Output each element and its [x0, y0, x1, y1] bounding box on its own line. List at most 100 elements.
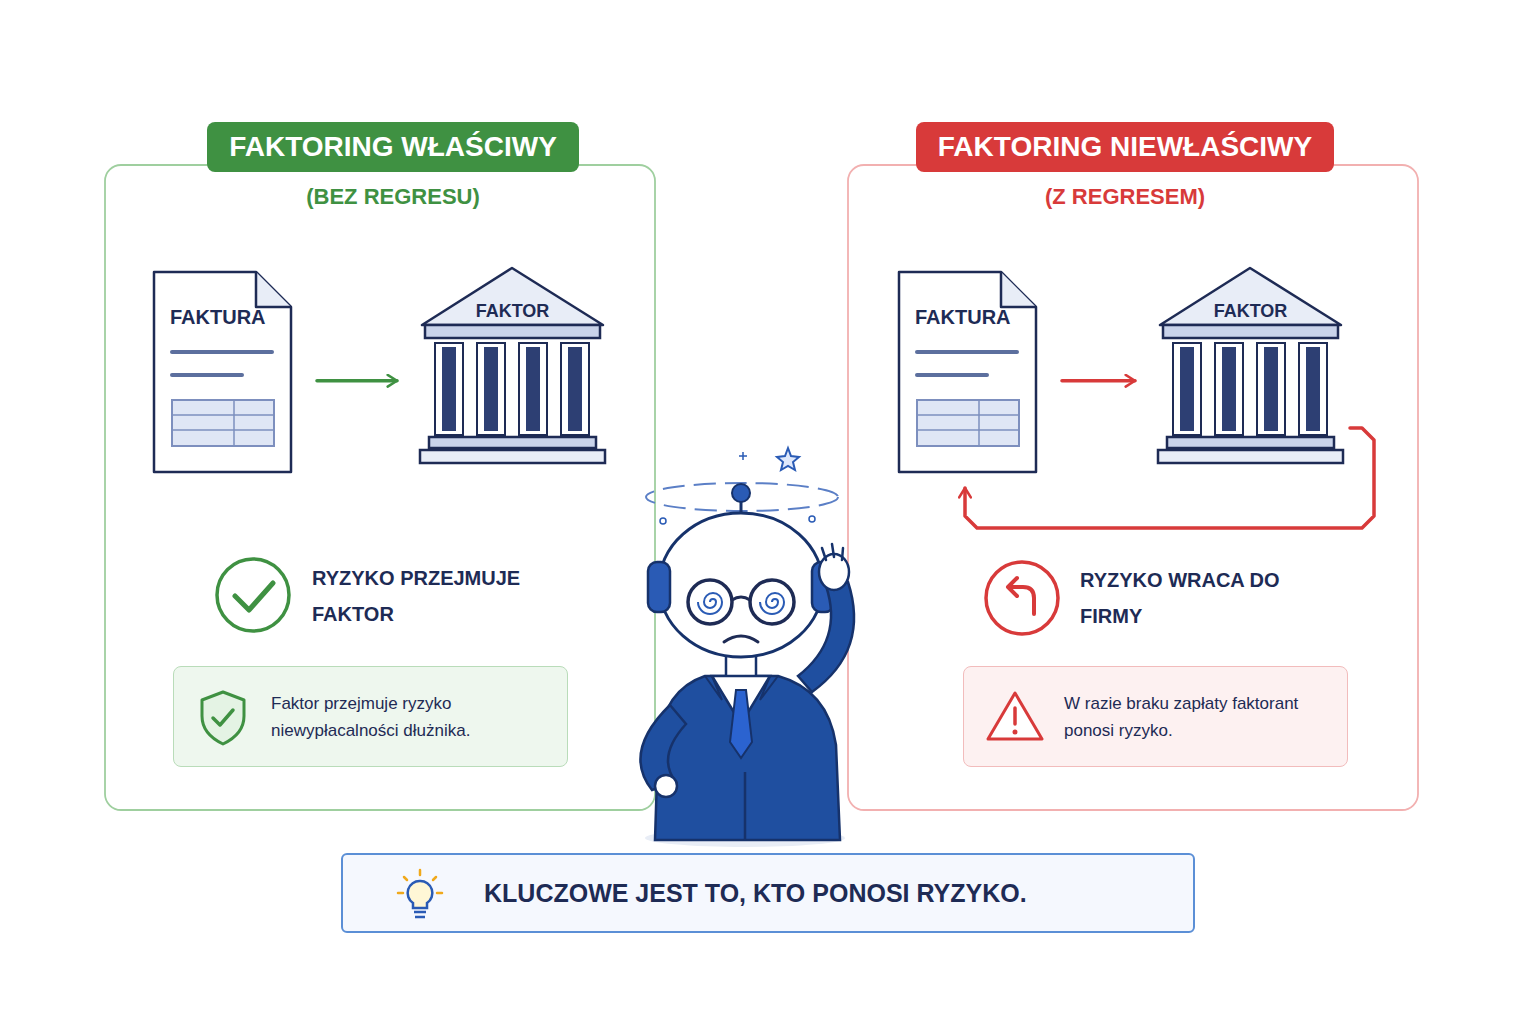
invoice-icon-part — [917, 373, 987, 377]
warning-icon-part — [988, 693, 1042, 739]
invoice-icon-part — [899, 272, 1036, 472]
bank-icon-part — [526, 347, 540, 431]
confused-robot-part — [798, 582, 854, 692]
lightbulb-icon-part — [414, 911, 426, 914]
shield-icon — [198, 689, 248, 747]
check-icon-part — [235, 583, 273, 610]
invoice-icon-part — [154, 272, 291, 472]
invoice: FAKTURA — [897, 270, 1038, 474]
panel-subtitle: (Z REGRESEM) — [1045, 184, 1205, 210]
confused-robot-part — [648, 562, 670, 612]
bank-icon-part — [519, 343, 547, 435]
confused-robot-part — [744, 772, 747, 840]
panel: FAKTORING NIEWŁAŚCIWY(Z REGRESEM)FAKTURA… — [848, 165, 1418, 810]
shield-icon-part — [202, 692, 244, 744]
key-message-box: KLUCZOWE JEST TO, KTO PONOSI RYZYKO. — [341, 853, 1195, 933]
invoice-label: FAKTURA — [897, 270, 1038, 328]
panel-outline — [105, 165, 655, 810]
confused-robot-part — [732, 484, 750, 502]
bank-icon-part — [1306, 347, 1320, 431]
lightbulb-icon-part — [398, 870, 442, 893]
bank-icon-part — [1158, 450, 1343, 463]
invoice-icon-part — [1001, 272, 1036, 307]
invoice-icon-part — [256, 272, 291, 307]
invoice-icon-part — [172, 373, 242, 377]
bank-icon-part — [1257, 343, 1285, 435]
panel-title: FAKTORING NIEWŁAŚCIWY — [916, 122, 1334, 172]
bank-icon-part — [1264, 347, 1278, 431]
label-wrap: RYZYKO PRZEJMUJE FAKTOR — [312, 560, 582, 632]
confused-robot-part — [809, 516, 815, 522]
bank-icon-part — [484, 347, 498, 431]
confused-robot-part — [705, 676, 778, 700]
warning-icon — [984, 689, 1046, 745]
confused-robot-part — [655, 676, 840, 840]
invoice-icon-part — [172, 429, 274, 431]
panel-subtitle: (BEZ REGRESU) — [306, 184, 480, 210]
factor-label: FAKTOR — [417, 265, 608, 321]
invoice-icon-part — [917, 429, 1019, 431]
confused-robot-part — [750, 580, 794, 624]
bank-icon — [1155, 265, 1346, 466]
confused-robot-part — [655, 775, 677, 797]
factor-bank: FAKTOR — [1155, 265, 1346, 466]
confused-robot-part — [724, 636, 758, 642]
bank-icon-part — [568, 347, 582, 431]
note-box: W razie braku zapłaty faktorant ponosi r… — [963, 666, 1348, 767]
bank-icon-part — [561, 343, 589, 435]
invoice-icon-part — [978, 400, 980, 446]
invoice-icon-part — [917, 414, 1019, 416]
bank-icon-part — [435, 343, 463, 435]
bank-icon-part — [1299, 343, 1327, 435]
invoice-icon-part — [172, 350, 272, 354]
panel-header: FAKTORING NIEWŁAŚCIWY (Z REGRESEM) — [908, 122, 1342, 210]
bank-icon-part — [1180, 347, 1194, 431]
invoice-label: FAKTURA — [152, 270, 293, 328]
panel-outline — [848, 165, 1418, 810]
bank-icon-part — [1215, 343, 1243, 435]
bank-icon-part — [420, 450, 605, 463]
risk-label: RYZYKO PRZEJMUJE FAKTOR — [312, 560, 582, 632]
flow-arrow — [1062, 379, 1135, 383]
check-icon — [217, 559, 289, 631]
confused-robot-part — [732, 597, 750, 600]
lightbulb-icon — [395, 867, 445, 923]
confused-robot-part — [659, 513, 823, 657]
confused-robot-part — [760, 593, 784, 614]
risk-label: RYZYKO WRACA DO FIRMY — [1080, 562, 1340, 634]
shield-icon-part — [213, 710, 233, 725]
invoice-icon — [897, 270, 1038, 474]
note-text: W razie braku zapłaty faktorant ponosi r… — [1064, 690, 1331, 744]
confused-robot-part — [777, 448, 799, 470]
flow-arrow — [317, 379, 397, 383]
lightbulb-icon-part — [408, 881, 433, 908]
bank-icon-part — [1163, 325, 1338, 338]
bank-icon-part — [1167, 437, 1334, 448]
invoice-icon-part — [172, 400, 274, 446]
invoice-icon — [152, 270, 293, 474]
panel-header: FAKTORING WŁAŚCIWY (BEZ REGRESU) — [192, 122, 594, 210]
confused-robot-part — [698, 593, 722, 614]
bank-icon-part — [1173, 343, 1201, 435]
panel-title: FAKTORING WŁAŚCIWY — [207, 122, 579, 172]
invoice-icon-part — [233, 400, 235, 446]
warning-icon-part — [1013, 708, 1017, 724]
return-icon-part — [986, 562, 1058, 634]
bank-icon-part — [477, 343, 505, 435]
confused-robot — [640, 448, 854, 847]
bank-icon-part — [1222, 347, 1236, 431]
confused-robot-part — [660, 518, 666, 524]
note-box: Faktor przejmuje ryzyko niewypłacalności… — [173, 666, 568, 767]
confused-robot-part — [819, 554, 849, 590]
key-message: KLUCZOWE JEST TO, KTO PONOSI RYZYKO. — [484, 877, 1027, 909]
bank-icon-part — [425, 325, 600, 338]
note-text: Faktor przejmuje ryzyko niewypłacalności… — [271, 690, 551, 744]
bank-icon — [417, 265, 608, 466]
label-wrap: RYZYKO WRACA DO FIRMY — [1080, 562, 1340, 634]
invoice-icon-part — [917, 400, 1019, 446]
bank-icon-part — [442, 347, 456, 431]
return-icon-part — [1008, 578, 1017, 596]
confused-robot-part — [822, 544, 843, 560]
return-icon — [986, 562, 1058, 634]
